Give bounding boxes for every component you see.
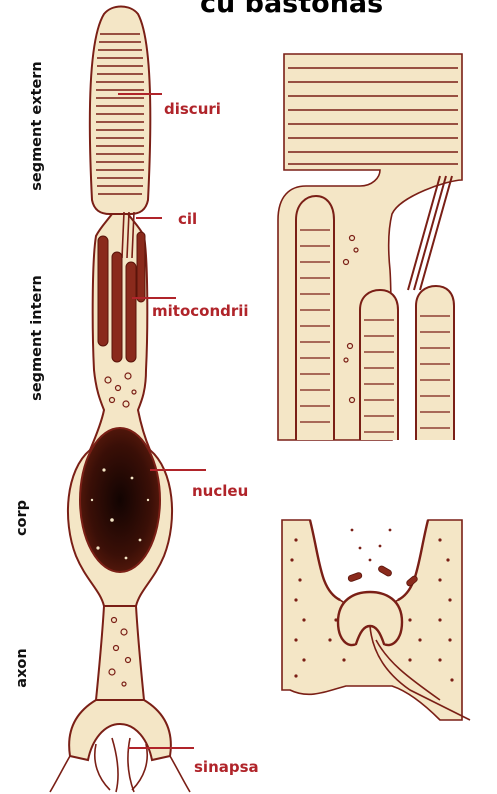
axon-shape [96, 606, 144, 700]
label-cilium: cil [178, 210, 197, 228]
label-mitochondria: mitocondrii [152, 302, 249, 320]
label-axon: axon [14, 638, 30, 698]
synapse-terminal-shape [69, 700, 171, 760]
label-discs: discuri [164, 100, 221, 118]
diagram-title: cu bastonas [200, 0, 430, 19]
disc-stack [96, 34, 144, 194]
label-body: corp [14, 488, 30, 548]
label-outer-segment: segment extern [29, 51, 45, 201]
label-inner-segment: segment intern [29, 263, 45, 413]
outer-segment-shape [90, 7, 151, 215]
detail-synapse-panel [282, 520, 470, 720]
label-synapse: sinapsa [194, 758, 259, 776]
label-nucleus: nucleu [192, 482, 248, 500]
detail-junction-panel [278, 54, 462, 440]
